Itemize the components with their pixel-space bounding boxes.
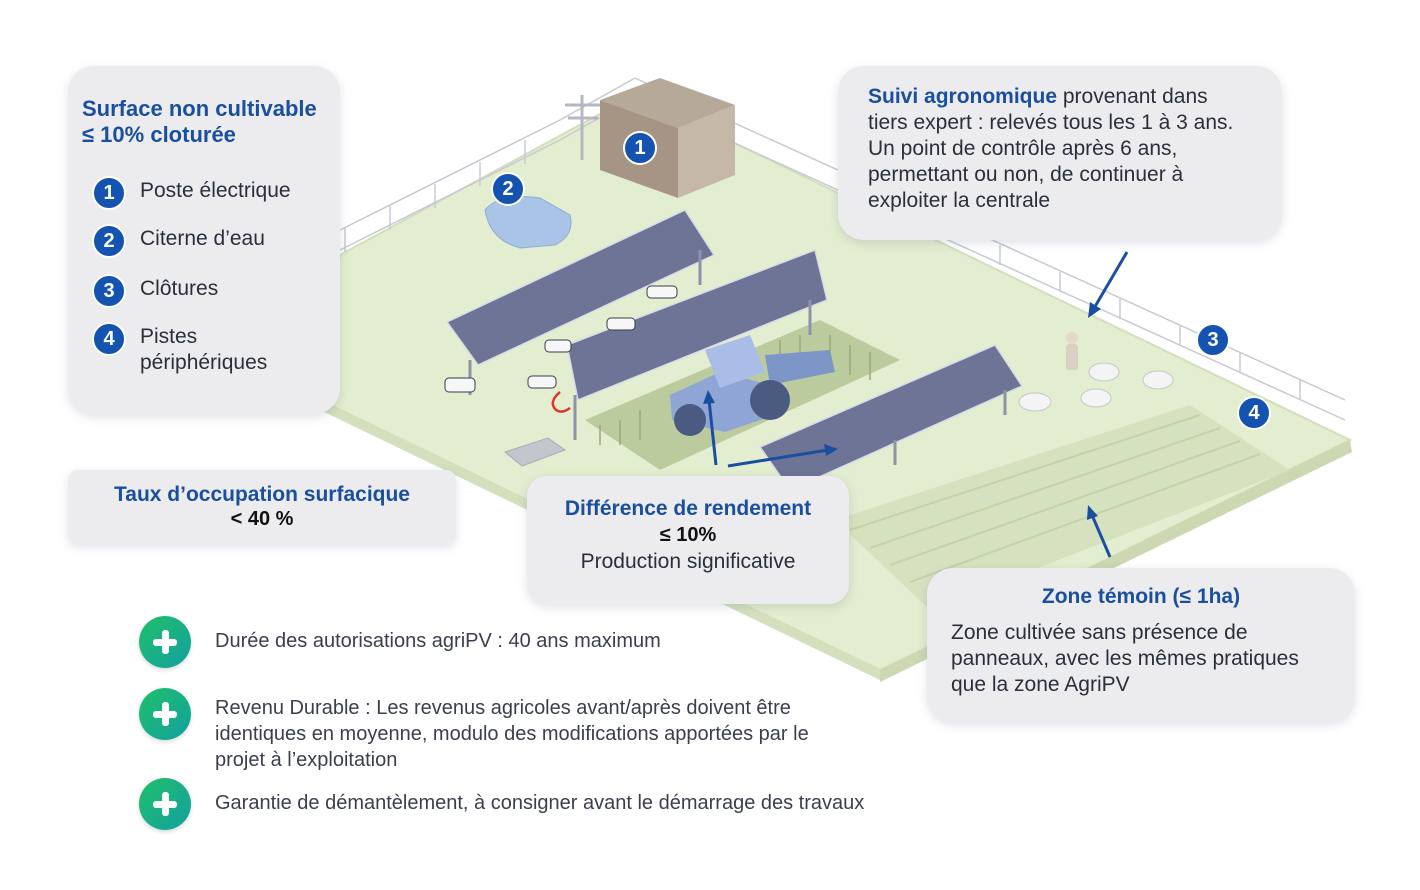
- water-trough: [503, 437, 567, 467]
- crop-rows: [849, 414, 1261, 583]
- suivi-line1: Suivi agronomique provenant dans: [868, 84, 1233, 110]
- surface-item-number: 2: [92, 224, 126, 258]
- suivi-title: Suivi agronomique: [868, 85, 1058, 108]
- suivi-line1-text: provenant dans: [1057, 85, 1208, 108]
- control-zone-crops: [835, 405, 1290, 610]
- taux-title: Taux d’occupation surfacique: [114, 483, 410, 506]
- map-badge-4: 4: [1237, 396, 1271, 430]
- electric-pole: [565, 95, 600, 160]
- bullet-garantie: Garantie de démantèlement, à consigner a…: [215, 790, 935, 816]
- rotation-arrow-icon: [551, 391, 571, 413]
- bullet-revenu: Revenu Durable : Les revenus agricoles a…: [215, 695, 935, 773]
- map-badge-2: 2: [491, 172, 525, 206]
- suivi-line3: Un point de contrôle après 6 ans,: [868, 137, 1178, 160]
- sheep: [1018, 362, 1174, 412]
- surface-list-item-2: 2 Citerne d’eau: [92, 224, 265, 258]
- temoin-line3: que la zone AgriPV: [951, 673, 1130, 696]
- surface-item-label: Pistes périphériques: [140, 322, 267, 376]
- map-badge-3: 3: [1196, 323, 1230, 357]
- surface-list-item-3: 3 Clôtures: [92, 274, 218, 308]
- bullet-revenu-line3: projet à l’exploitation: [215, 749, 398, 771]
- surface-card-title-line2: ≤ 10% cloturée: [82, 122, 236, 147]
- surface-item-label: Clôtures: [140, 277, 219, 300]
- temoin-title: Zone témoin (≤ 1ha): [1041, 585, 1241, 608]
- plus-icon: [139, 778, 191, 830]
- surface-item-number: 3: [92, 274, 126, 308]
- suivi-line5: exploiter la centrale: [868, 189, 1051, 212]
- surface-non-cultivable-card: Surface non cultivable ≤ 10% cloturée 1 …: [68, 66, 340, 414]
- rendement-subtitle: Production significative: [580, 550, 796, 573]
- pointer-arrows: [703, 251, 1129, 558]
- map-badge-1: 1: [623, 131, 657, 165]
- temoin-line2: panneaux, avec les mêmes pratiques: [951, 647, 1299, 670]
- rendement-value: ≤ 10%: [659, 524, 717, 546]
- bullet-duree-text: Durée des autorisations agriPV : 40 ans …: [215, 630, 661, 652]
- suivi-line2: tiers expert : relevés tous les 1 à 3 an…: [868, 111, 1234, 134]
- surface-list-item-4: 4 Pistes périphériques: [92, 322, 267, 376]
- difference-rendement-card: Différence de rendement ≤ 10% Production…: [527, 476, 849, 604]
- surface-item-label: Poste électrique: [140, 179, 291, 202]
- surface-item-label-line1: Pistes: [140, 325, 198, 348]
- temoin-line1: Zone cultivée sans présence de: [951, 621, 1248, 644]
- bullet-revenu-line1: Revenu Durable : Les revenus agricoles a…: [215, 697, 791, 719]
- surface-item-number: 1: [92, 176, 126, 210]
- rendement-title: Différence de rendement: [564, 497, 812, 520]
- suivi-agronomique-card: Suivi agronomique provenant dans tiers e…: [838, 66, 1282, 240]
- fence-posts: [344, 140, 1301, 400]
- tractor: [670, 335, 835, 436]
- taux-occupation-card: Taux d’occupation surfacique < 40 %: [68, 470, 456, 544]
- suivi-line4: permettant ou non, de continuer à: [868, 163, 1184, 186]
- solar-panel-row-2: [566, 248, 828, 440]
- cows: [444, 285, 678, 393]
- surface-item-label: Citerne d’eau: [140, 227, 265, 250]
- surface-list-item-1: 1 Poste électrique: [92, 176, 291, 210]
- plus-icon: [139, 688, 191, 740]
- surface-card-title-line1: Surface non cultivable: [82, 96, 317, 121]
- surface-item-number: 4: [92, 322, 126, 356]
- bullet-revenu-line2: identiques en moyenne, modulo des modifi…: [215, 723, 809, 745]
- zone-temoin-card: Zone témoin (≤ 1ha) Zone cultivée sans p…: [927, 568, 1355, 722]
- solar-panel-row-3: [758, 344, 1024, 491]
- farmer: [1066, 332, 1078, 370]
- surface-item-label-line2: périphériques: [140, 351, 268, 374]
- bullet-garantie-text: Garantie de démantèlement, à consigner a…: [215, 792, 865, 814]
- plus-icon: [139, 616, 191, 668]
- taux-value: < 40 %: [230, 508, 294, 530]
- bullet-duree: Durée des autorisations agriPV : 40 ans …: [215, 628, 935, 654]
